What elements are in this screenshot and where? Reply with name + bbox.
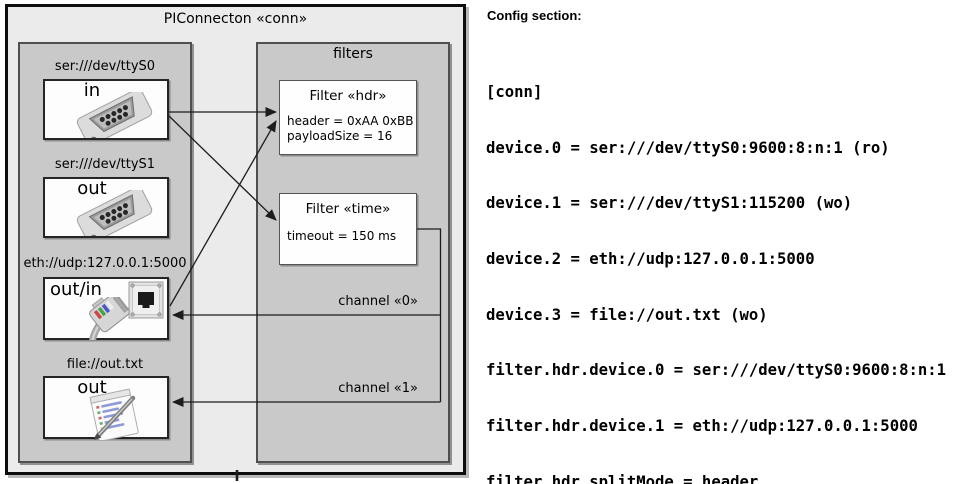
filter-attribute: payloadSize = 16 [287, 129, 393, 143]
config-line: device.1 = ser:///dev/ttyS1:115200 (wo) [486, 194, 853, 213]
config-line: filter.hdr.splitMode = header [486, 472, 759, 484]
diagram-title: PIConnecton «conn» [163, 11, 308, 27]
device-label: file://out.txt [66, 357, 144, 372]
config-line: filter.hdr.device.0 = ser:///dev/ttyS0:9… [486, 361, 947, 380]
filter-attribute: header = 0xAA 0xBB [287, 114, 414, 128]
filter-hdr-title: Filter «hdr» [309, 88, 387, 104]
filter-time-title: Filter «time» [305, 201, 391, 217]
notepad-icon [89, 388, 139, 440]
filter-time-box: Filter «time» timeout = 150 ms [279, 193, 417, 265]
filter-attribute: timeout = 150 ms [287, 229, 397, 243]
device-label: ser:///dev/ttyS1 [54, 157, 156, 172]
device-label: eth://udp:127.0.0.1:5000 [23, 256, 187, 271]
serial-connector-icon [76, 190, 153, 236]
ethernet-port-icon [128, 281, 164, 319]
device-box-ttyS1: out [43, 177, 169, 238]
port-direction-label: in [83, 80, 101, 101]
channel-0-label: channel «0» [338, 294, 418, 309]
ethernet-cable-icon [88, 297, 130, 340]
device-label: ser:///dev/ttyS0 [54, 59, 156, 74]
config-line: [conn] [486, 83, 543, 102]
channel-1-label: channel «1» [338, 381, 418, 396]
port-direction-label: out/in [50, 279, 102, 300]
filters-container-label: filters [333, 46, 373, 62]
device-box-eth: out/in [43, 277, 169, 340]
port-direction-label: out [77, 178, 107, 199]
config-line: device.0 = ser:///dev/ttyS0:9600:8:n:1 (… [486, 138, 890, 157]
config-section-heading: Config section: [487, 8, 582, 23]
filter-hdr-box: Filter «hdr» header = 0xAA 0xBB payloadS… [279, 80, 417, 155]
port-direction-label: out [77, 377, 107, 398]
config-line: device.2 = eth://udp:127.0.0.1:5000 [486, 250, 815, 269]
config-text-block: [conn] device.0 = ser:///dev/ttyS0:9600:… [486, 46, 964, 484]
config-line: device.3 = file://out.txt (wo) [486, 305, 768, 324]
serial-connector-icon [76, 92, 153, 138]
device-box-ttyS0: in [43, 79, 169, 140]
config-line: filter.hdr.device.1 = eth://udp:127.0.0.… [486, 416, 918, 435]
device-box-file: out [43, 376, 169, 440]
